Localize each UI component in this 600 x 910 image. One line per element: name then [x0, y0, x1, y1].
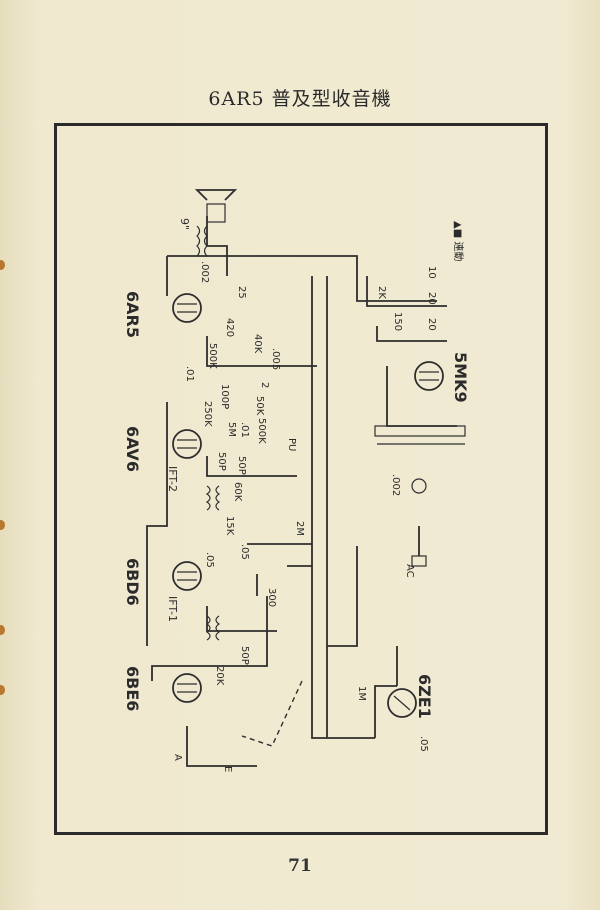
label-c-2: 2 [259, 382, 270, 388]
component-labels: 25 420 .01 500K 40K .005 100P 250K 50K 2… [172, 221, 465, 772]
label-r-60k: 60K [232, 482, 243, 502]
label-c-01: .01 [184, 366, 195, 382]
label-r-500k: 500K [207, 343, 218, 369]
schematic-frame: 9" .002 6AR5 6AV6 6BD6 [54, 123, 548, 835]
label-c-005: .005 [270, 348, 281, 370]
page-number: 71 [288, 856, 312, 876]
label-c-25: 25 [236, 286, 247, 299]
label-earth: E [222, 766, 233, 772]
output-transformer-icon [196, 225, 208, 257]
label-c-002: .002 [199, 261, 210, 283]
tube-6bd6: 6BD6 [123, 558, 202, 606]
label-c-50p-a: 50P [216, 452, 227, 471]
speaker-icon: 9" [178, 189, 238, 230]
svg-text:IFT-1: IFT-1 [166, 596, 179, 622]
binding-hole [0, 685, 5, 695]
binding-hole [0, 520, 5, 530]
ac-plug-icon [411, 526, 427, 567]
binding-hole [0, 260, 5, 270]
label-r-250k: 250K [202, 401, 213, 427]
label-c-50p-osc: 50P [239, 646, 250, 665]
svg-text:6BD6: 6BD6 [123, 558, 142, 606]
label-c-20-b: 20 [426, 318, 437, 331]
label-r-300: 300 [266, 588, 277, 607]
ift1-transformer-icon: IFT-1 [166, 596, 221, 641]
label-c-05-eye: .05 [418, 736, 429, 752]
page-title: 6AR5 普及型收音機 [208, 88, 392, 110]
label-pu: PU [286, 438, 297, 451]
label-c-20-a: 20 [426, 292, 437, 305]
label-r-2k: 2K [376, 286, 387, 299]
label-antenna: A [172, 754, 183, 761]
label-c-100p: 100P [219, 384, 230, 409]
svg-text:IFT-2: IFT-2 [166, 466, 179, 492]
label-r-150: 150 [392, 312, 403, 331]
label-r-2m: 2M [294, 521, 305, 536]
svg-text:6AV6: 6AV6 [123, 426, 142, 472]
tube-6av6: 6AV6 [123, 426, 202, 472]
tube-6be6: 6BE6 [123, 666, 202, 711]
radio-schematic: 9" .002 6AR5 6AV6 6BD6 [123, 189, 470, 772]
svg-text:6ZE1: 6ZE1 [415, 674, 434, 719]
svg-text:5MK9: 5MK9 [451, 352, 470, 403]
ift2-transformer-icon: IFT-2 [166, 466, 221, 511]
tube-6ar5: 6AR5 [123, 291, 202, 338]
label-ac: AC [404, 564, 415, 578]
gang-link-dashed [241, 680, 303, 747]
label-c-01b: .01 [239, 422, 250, 438]
label-r-15k: 15K [224, 516, 235, 536]
label-r-420: 420 [224, 318, 235, 337]
label-r-20k: 20K [214, 666, 225, 686]
label-r-50k: 50K [254, 396, 265, 416]
label-r-1m: 1M [356, 686, 367, 701]
tube-6ze1: 6ZE1 [387, 674, 434, 719]
binding-hole [0, 625, 5, 635]
label-c-10: 10 [426, 266, 437, 279]
svg-text:6BE6: 6BE6 [123, 666, 142, 711]
label-c-50p-b: 50P [236, 456, 247, 475]
label-r-500k-vol: 500K [256, 418, 267, 444]
label-switch-note: ▲■ 連動 [452, 221, 465, 261]
tube-5mk9: 5MK9 [414, 352, 470, 403]
label-c-05-a: .05 [204, 552, 215, 568]
label-c-002-pt: .002 [390, 474, 401, 496]
label-c-05-b: .05 [239, 544, 250, 560]
label-r-5m: 5M [226, 422, 237, 437]
svg-text:6AR5: 6AR5 [123, 291, 142, 338]
label-r-40k: 40K [252, 334, 263, 354]
svg-text:9": 9" [178, 218, 191, 230]
power-transformer-icon [374, 425, 466, 494]
